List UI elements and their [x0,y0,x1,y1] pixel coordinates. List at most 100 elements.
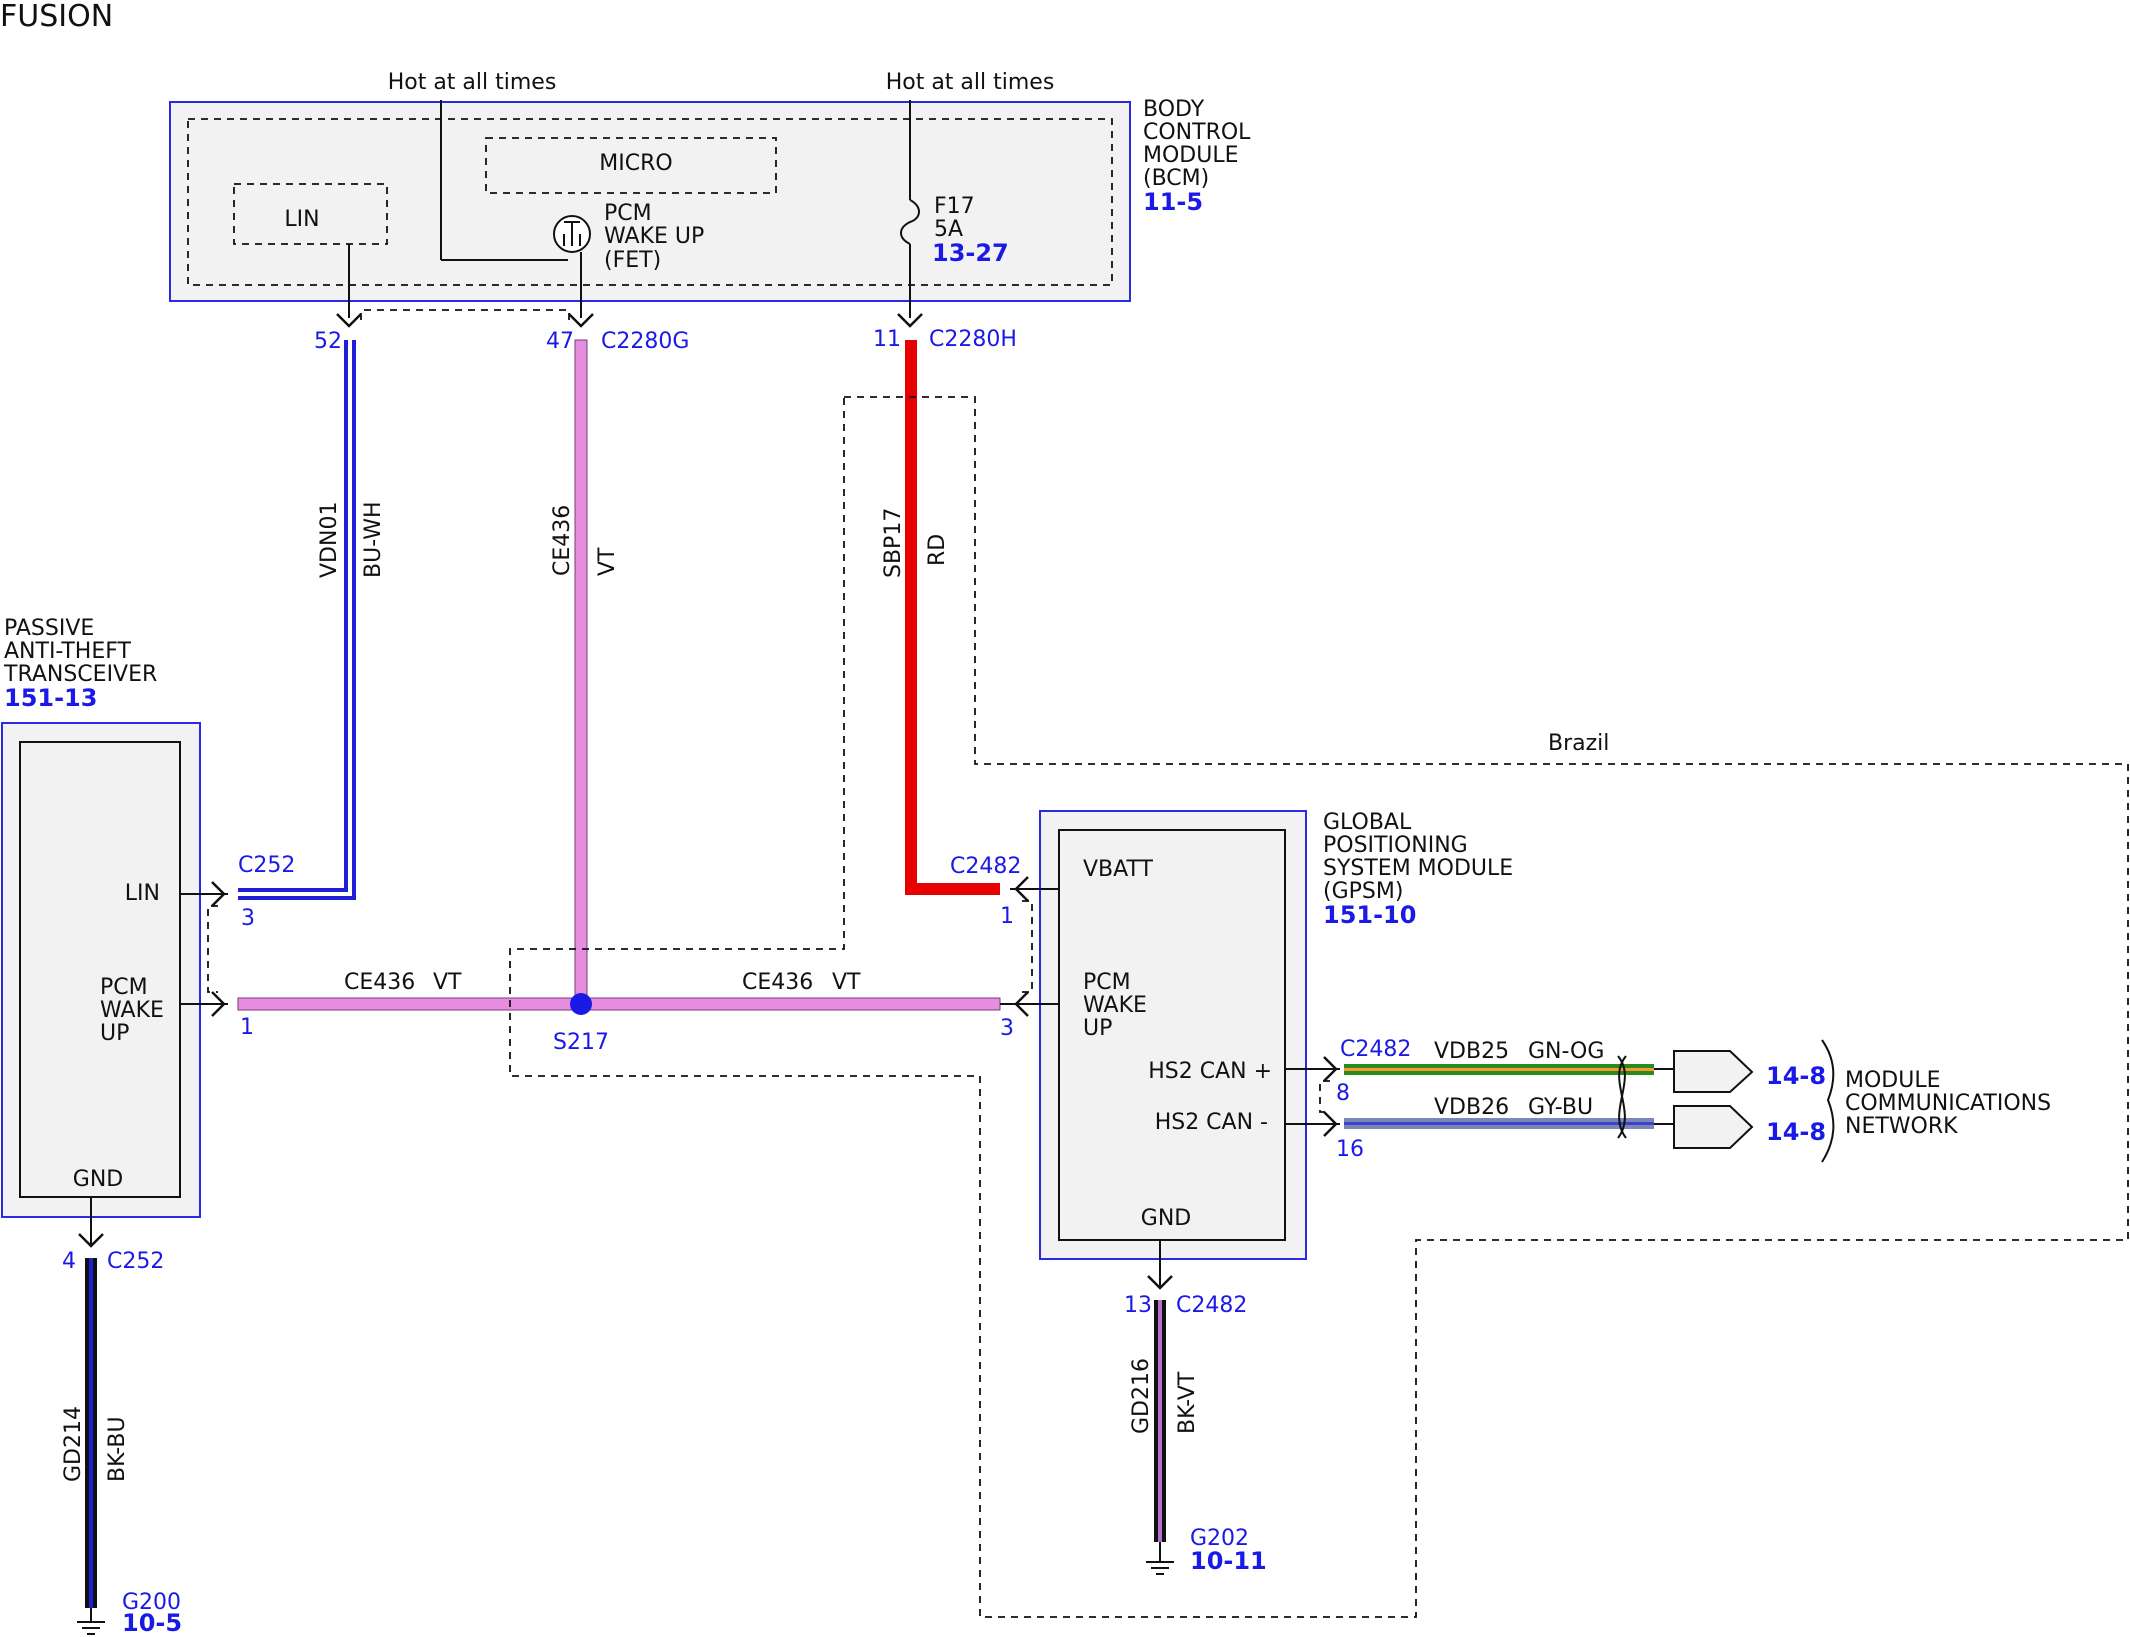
hot-label-left: Hot at all times [388,70,557,95]
gpsm-conn-left[interactable]: C2482 [950,854,1021,879]
bcm-fet-label-3: (FET) [604,248,661,273]
ground-g200-label: G200 [122,1590,181,1615]
network-ref-minus[interactable]: 14-8 [1766,1118,1826,1146]
bcm-name-3: MODULE [1143,143,1239,168]
gpsm-pin-can-plus: 8 [1336,1081,1350,1106]
gpsm-module [1039,810,1307,1260]
wire-vdb25-label: VDB25 [1434,1039,1509,1064]
gpsm-can-minus-label: HS2 CAN - [1155,1110,1268,1135]
ground-g200-ref[interactable]: 10-5 [122,1609,182,1637]
wire-gd216-label: GD216 [1129,1358,1154,1434]
bcm-conn-h[interactable]: C2280H [929,327,1017,352]
gpsm-pin-gnd: 13 [1124,1293,1152,1318]
page-title: FUSION [0,0,113,34]
bcm-lin-label: LIN [284,207,319,232]
gpsm-can-plus-label: HS2 CAN + [1148,1059,1272,1084]
wire-gd214-color: BK-BU [105,1416,130,1482]
bcm-pin-lin: 52 [314,329,342,354]
bcm-lin-box [233,183,388,245]
wire-vdb26-label: VDB26 [1434,1095,1509,1120]
ground-g202-icon [1146,1561,1174,1575]
gpsm-ref[interactable]: 151-10 [1323,901,1416,929]
gpsm-wake-1: PCM [1083,970,1131,995]
bcm-fuse-ref[interactable]: 13-27 [932,239,1009,267]
pats-conn[interactable]: C252 [238,853,295,878]
bcm-fet-label-1: PCM [604,201,652,226]
wire-vdn01-label: VDN01 [317,502,342,578]
bcm-fet-label-2: WAKE UP [604,224,704,249]
wire-gd216[interactable] [1154,1300,1166,1542]
pats-gnd-label: GND [73,1167,123,1192]
wire-gd216-color: BK-VT [1175,1371,1200,1434]
wire-ce436-vertical[interactable] [574,339,588,1001]
wire-ce436-h2-color: VT [832,970,861,995]
hot-label-right: Hot at all times [886,70,1055,95]
wire-vdb26-color: GY-BU [1528,1095,1593,1120]
brazil-region-label: Brazil [1548,731,1609,756]
splice-s217-label: S217 [553,1030,609,1055]
gpsm-pin-vbatt: 1 [1000,904,1014,929]
wire-ce436-horizontal[interactable] [237,997,1001,1011]
gpsm-name-2: POSITIONING [1323,833,1468,858]
network-name-2: COMMUNICATIONS [1845,1091,2051,1116]
wire-gd214-label: GD214 [61,1406,86,1482]
pats-wake-1: PCM [100,975,148,1000]
wire-vdn01-color: BU-WH [361,501,386,578]
pats-ref[interactable]: 151-13 [4,684,97,712]
gpsm-wake-2: WAKE [1083,993,1147,1018]
bcm-module: MICRO LIN PCM WAKE UP (FET) F17 5A 13-27 [169,101,1131,302]
wire-ce436-h2-label: CE436 [742,970,813,995]
brazil-region-outline [509,396,2129,1618]
network-ref-plus[interactable]: 14-8 [1766,1062,1826,1090]
wire-vdn01[interactable] [238,340,356,900]
pats-lin-label: LIN [125,881,160,906]
network-name-3: NETWORK [1845,1114,1958,1139]
gpsm-gnd-label: GND [1141,1206,1191,1231]
bcm-name-1: BODY [1143,97,1205,122]
gpsm-gnd-conn[interactable]: C2482 [1176,1293,1247,1318]
wire-vdb25-color: GN-OG [1528,1039,1604,1064]
gpsm-vbatt-label: VBATT [1083,857,1154,882]
bcm-name-2: CONTROL [1143,120,1251,145]
network-connector-plus-icon [1673,1050,1754,1093]
pats-wake-2: WAKE [100,998,164,1023]
fuse-icon [900,199,920,245]
bcm-fuse-rating: 5A [934,217,963,242]
gpsm-pin-wake: 3 [1000,1016,1014,1041]
wire-sbp17-color: RD [925,534,950,566]
bcm-pin-wake: 47 [546,329,574,354]
network-name-1: MODULE [1845,1068,1941,1093]
bcm-ref[interactable]: 11-5 [1143,188,1203,216]
bcm-name-4: (BCM) [1143,166,1209,191]
gpsm-name-1: GLOBAL [1323,810,1412,835]
wire-vdb25[interactable] [1344,1064,1654,1075]
ground-g202-label: G202 [1190,1526,1249,1551]
wire-sbp17[interactable] [905,340,1000,895]
ground-g200-icon [77,1621,105,1635]
gpsm-conn-right[interactable]: C2482 [1340,1037,1411,1062]
pats-pin-lin: 3 [241,906,255,931]
gpsm-name-3: SYSTEM MODULE [1323,856,1513,881]
splice-s217-icon[interactable] [570,993,592,1015]
fet-transistor-icon [553,215,591,253]
ground-g202-ref[interactable]: 10-11 [1190,1547,1267,1575]
bcm-conn-g[interactable]: C2280G [601,329,689,354]
pats-module [1,722,201,1218]
pats-wake-3: UP [100,1021,129,1046]
gpsm-name-4: (GPSM) [1323,879,1403,904]
pats-name-1: PASSIVE [4,616,94,641]
pats-pin-wake: 1 [240,1015,254,1040]
gpsm-pin-can-minus: 16 [1336,1137,1364,1162]
pats-name-2: ANTI-THEFT [4,639,132,664]
wire-ce436-h-label: CE436 [344,970,415,995]
bcm-fuse-name: F17 [934,194,975,219]
network-brace-icon [1821,1039,1835,1163]
pats-gnd-conn[interactable]: C252 [107,1249,164,1274]
wire-gd214[interactable] [85,1258,97,1608]
twisted-pair-icon [1617,1055,1627,1139]
bcm-pin-fuse: 11 [873,327,901,352]
wire-sbp17-label: SBP17 [881,508,906,578]
wire-vdb26[interactable] [1344,1118,1654,1129]
bcm-micro-label: MICRO [599,151,672,176]
